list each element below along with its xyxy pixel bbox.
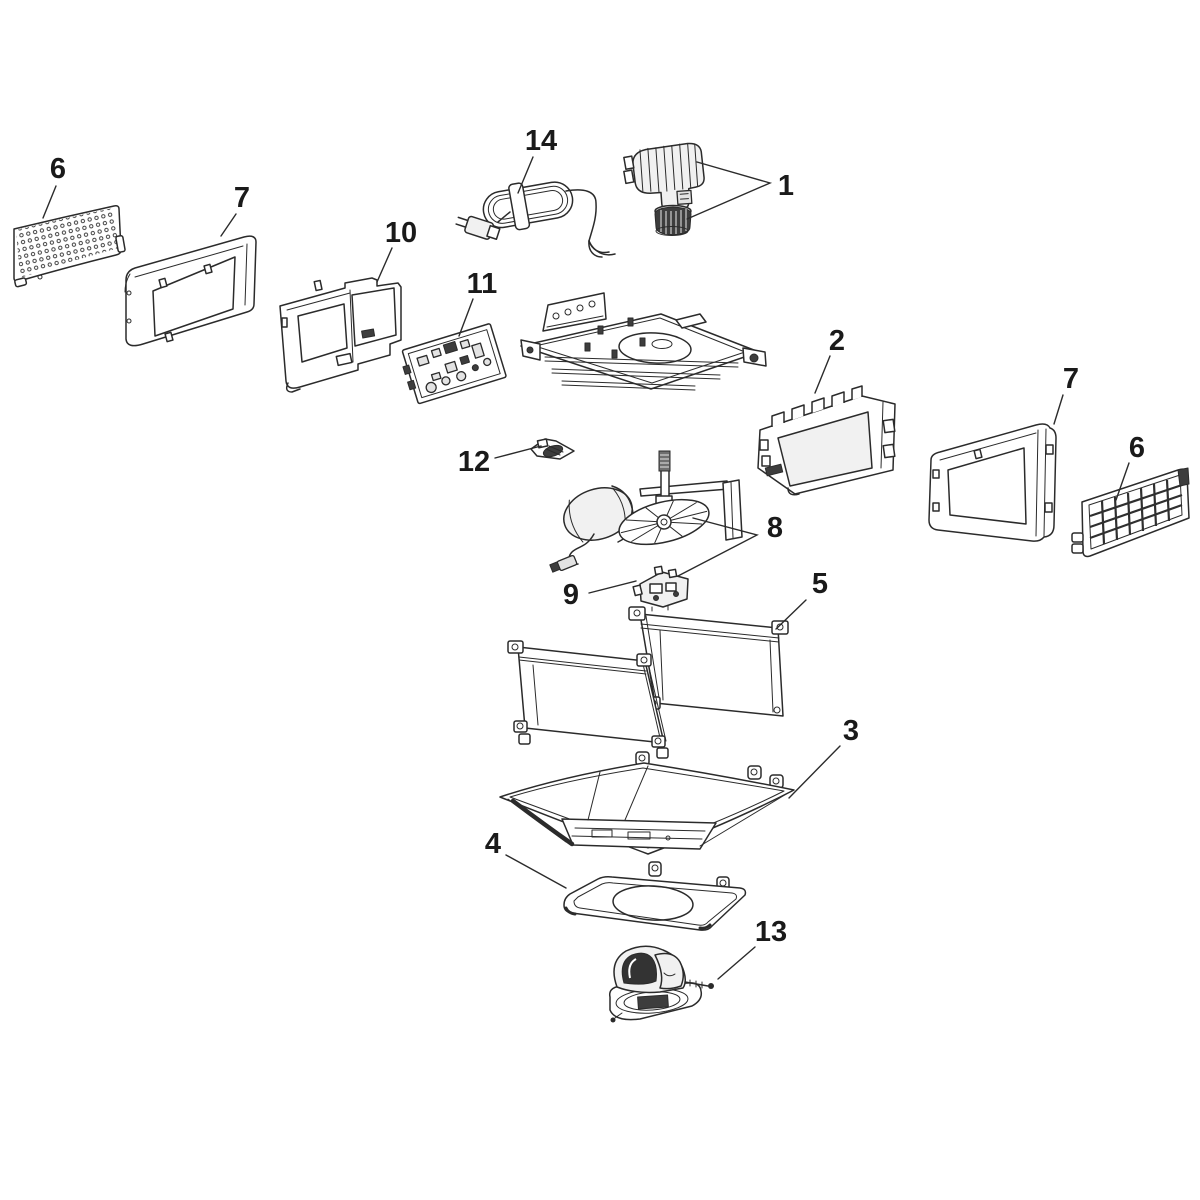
leader-line [1115,462,1130,501]
leader-line [1053,394,1064,425]
callout-label: 9 [563,579,579,611]
leader-line [686,161,773,220]
duct-connector-assembly [608,945,714,1023]
callout-6-left: 6 [42,153,66,219]
mounting-clip [530,438,575,460]
callout-label: 2 [829,325,845,357]
callout-label: 3 [843,715,859,747]
leader-line [775,599,807,630]
leader-line [42,185,57,219]
callout-3: 3 [788,715,859,799]
leader-line [505,854,567,889]
leader-line [788,745,841,799]
callout-label: 6 [1129,432,1145,464]
callout-7-right: 7 [1053,363,1079,425]
callout-label: 10 [385,217,417,249]
callout-13: 13 [717,916,787,980]
callout-label: 8 [767,512,783,544]
callout-12: 12 [458,445,542,478]
switch-block [632,565,689,612]
callout-label: 7 [234,182,250,214]
leader-line [220,213,237,237]
callout-7-left: 7 [220,182,250,237]
callout-2: 2 [814,325,845,394]
trim-frame [563,861,747,931]
callout-label: 14 [525,125,557,157]
circuit-board [401,323,507,405]
housing-bracket-right [757,385,896,496]
curved-side-panel-right [928,423,1057,542]
callout-11: 11 [458,268,498,337]
leader-line [677,517,759,577]
callout-label: 13 [755,916,787,948]
callout-14: 14 [517,125,557,194]
callout-8: 8 [677,512,783,577]
callout-label: 1 [778,170,794,202]
callout-5: 5 [775,568,828,630]
perforated-grille-left [13,205,126,288]
mounting-plate [520,292,767,391]
callout-10: 10 [376,217,417,283]
callout-label: 11 [467,268,498,300]
callout-9: 9 [563,579,637,611]
callout-label: 5 [812,568,828,600]
housing-pan [499,751,795,855]
callout-1: 1 [686,161,794,220]
blower-wheel-set [623,142,705,236]
power-cord-assembly [455,181,616,258]
callout-6-right: 6 [1115,432,1145,501]
damper-plates [507,606,789,759]
lattice-grille-right [1071,467,1190,558]
motor-and-fan-assembly [549,450,743,573]
leader-line [458,298,474,337]
leader-line [814,355,831,394]
curved-side-panel-left [124,235,257,347]
callout-label: 4 [485,828,501,860]
leader-line [376,247,393,283]
housing-bracket-left [279,277,402,393]
leader-line [494,445,542,459]
leader-line [517,156,534,194]
leader-line [588,580,637,594]
callout-4: 4 [485,828,567,889]
callout-label: 7 [1063,363,1079,395]
callout-label: 12 [458,446,490,478]
callout-label: 6 [50,153,66,185]
leader-line [717,946,756,980]
